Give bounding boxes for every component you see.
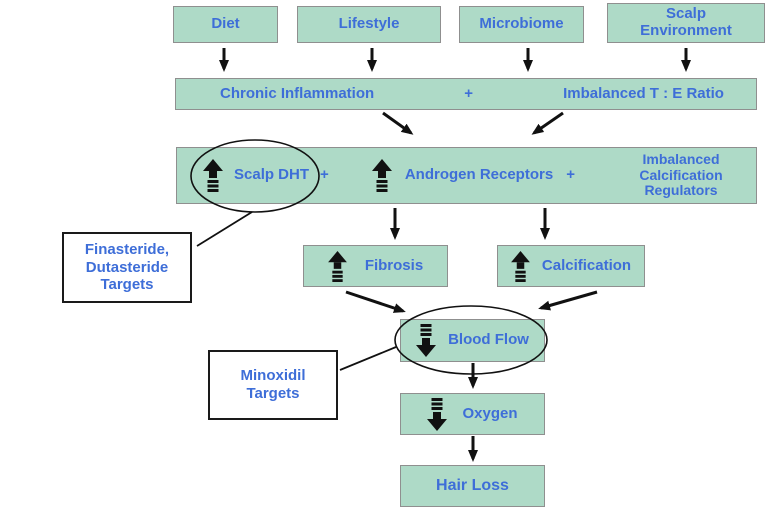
finasteride-callout-label: Finasteride, Dutasteride Targets xyxy=(84,240,170,294)
minoxidil-callout-label: Minoxidil Targets xyxy=(240,367,306,402)
blood-flow-label: Blood Flow xyxy=(448,331,529,349)
node-chronic-inflammation: Chronic Inflammation + Imbalanced T : E … xyxy=(175,78,757,110)
node-hair-loss: Hair Loss xyxy=(400,465,545,507)
fibrosis-label: Fibrosis xyxy=(364,256,424,274)
plus-sign: + xyxy=(464,84,474,102)
plus-sign: + xyxy=(320,166,329,184)
arrow-calcification-to-bloodflow xyxy=(538,290,598,311)
node-fibrosis: Fibrosis xyxy=(303,245,448,287)
node-blood-flow: Blood Flow xyxy=(400,319,545,362)
node-diet: Diet xyxy=(173,6,278,43)
node-lifestyle-label: Lifestyle xyxy=(338,15,400,33)
increase-arrow-icon xyxy=(511,250,530,282)
increase-arrow-icon xyxy=(371,159,392,192)
androgen-receptors-label: Androgen Receptors xyxy=(404,166,554,184)
node-dht-androgen-calc: Scalp DHT + Androgen Receptors + Imbalan… xyxy=(176,147,757,204)
node-scalp-environment: Scalp Environment xyxy=(607,3,765,43)
arrow-inflammation-to-dht-left xyxy=(382,111,414,135)
finasteride-callout-line xyxy=(196,211,253,247)
minoxidil-callout: Minoxidil Targets xyxy=(208,350,338,420)
decrease-arrow-icon xyxy=(427,397,448,431)
hair-loss-label: Hair Loss xyxy=(436,477,509,495)
imbalanced-calcification-label: Imbalanced Calcification Regulators xyxy=(639,151,723,199)
node-diet-label: Diet xyxy=(211,15,240,33)
minoxidil-callout-line xyxy=(339,346,397,371)
increase-arrow-icon xyxy=(203,159,223,192)
node-lifestyle: Lifestyle xyxy=(297,6,441,43)
node-microbiome: Microbiome xyxy=(459,6,584,43)
finasteride-dutasteride-callout: Finasteride, Dutasteride Targets xyxy=(62,232,192,303)
arrow-inflammation-to-dht-right xyxy=(531,111,564,135)
node-calcification: Calcification xyxy=(497,245,645,287)
plus-sign: + xyxy=(566,166,575,184)
imbalanced-te-ratio-label: Imbalanced T : E Ratio xyxy=(563,84,724,102)
increase-arrow-icon xyxy=(327,250,347,282)
node-scalp-environment-label: Scalp Environment xyxy=(640,5,732,39)
chronic-inflammation-label: Chronic Inflammation xyxy=(220,84,375,102)
node-microbiome-label: Microbiome xyxy=(479,15,564,33)
decrease-arrow-icon xyxy=(416,324,437,357)
node-oxygen: Oxygen xyxy=(400,393,545,435)
oxygen-label: Oxygen xyxy=(462,404,518,422)
calcification-label: Calcification xyxy=(541,256,632,274)
arrow-fibrosis-to-bloodflow xyxy=(345,290,406,313)
scalp-dht-label: Scalp DHT xyxy=(234,166,310,184)
